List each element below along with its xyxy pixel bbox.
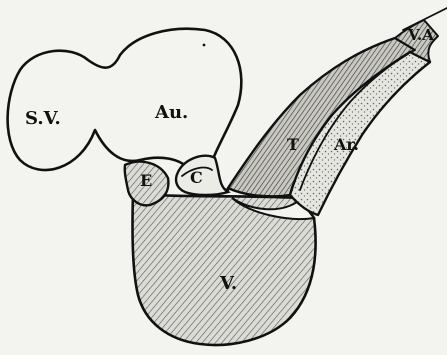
label-c: C bbox=[190, 168, 203, 187]
label-truncus: T bbox=[287, 135, 299, 154]
label-auricle: Au. bbox=[154, 102, 188, 123]
label-e: E bbox=[140, 171, 152, 190]
auricle-dot bbox=[203, 44, 206, 47]
label-arterial: Ar. bbox=[333, 135, 359, 154]
label-ventricle: V. bbox=[219, 273, 237, 294]
label-ventral-aorta: V.A bbox=[407, 26, 434, 44]
label-sinus-venosus: S.V. bbox=[25, 108, 61, 129]
